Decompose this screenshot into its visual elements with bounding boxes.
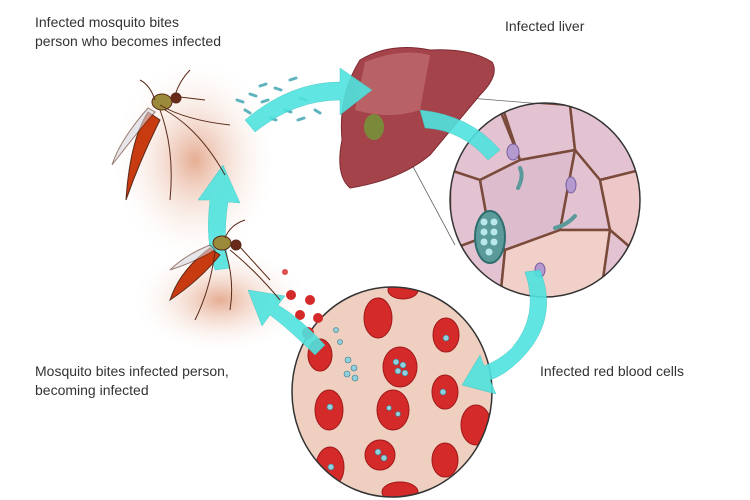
- label-line: person who becomes infected: [35, 33, 221, 49]
- arrow-blood-to-mosquito: [247, 289, 326, 356]
- label-line: becoming infected: [35, 382, 149, 398]
- skin-patch-bottom: [130, 245, 310, 355]
- label-mosquito-becomes-infected: Mosquito bites infected person, becoming…: [35, 362, 229, 400]
- arrow-skin-to-liver: [244, 67, 373, 133]
- arrow-liver-to-blood: [461, 269, 547, 395]
- label-infected-liver: Infected liver: [505, 18, 585, 34]
- label-line: Mosquito bites infected person,: [35, 363, 229, 379]
- arrow-liver-to-cells: [419, 109, 501, 161]
- mosquito-bottom: [169, 219, 281, 321]
- mosquito-top: [111, 69, 231, 201]
- cycle-arrows: [197, 67, 547, 395]
- label-line: Infected mosquito bites: [35, 14, 179, 30]
- red-blood-cells-magnified: [292, 287, 492, 497]
- gallbladder: [364, 114, 384, 140]
- label-mosquito-bites-person: Infected mosquito bites person who becom…: [35, 13, 221, 51]
- skin-patch-top: [110, 55, 280, 265]
- label-infected-rbc: Infected red blood cells: [540, 363, 684, 379]
